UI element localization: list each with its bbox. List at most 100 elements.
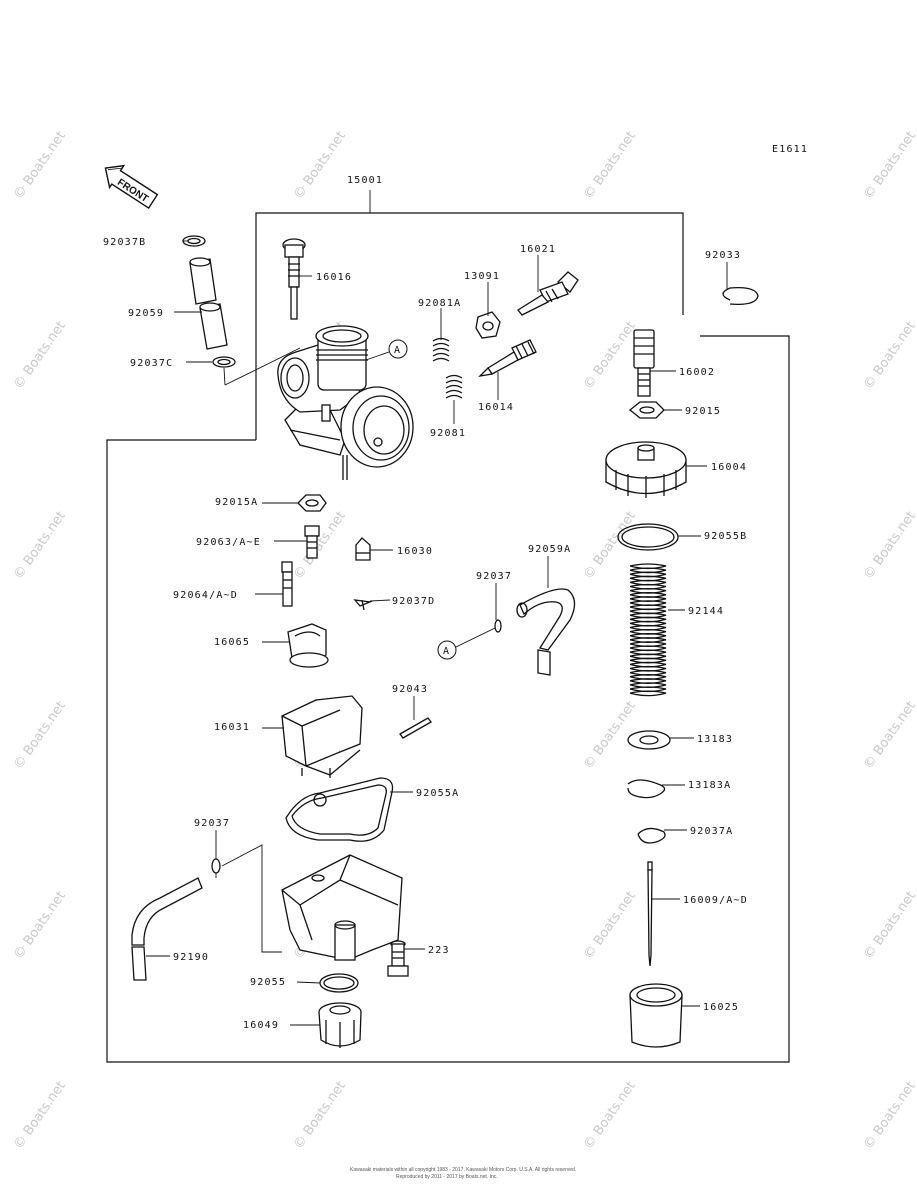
float-bowl-gasket-92055a	[285, 777, 394, 842]
part-label: 13183	[697, 734, 733, 745]
float-pin-92043	[399, 717, 432, 739]
o-ring-92055b	[617, 523, 679, 551]
spring-92081	[445, 374, 463, 399]
throttle-spring-92144	[629, 563, 667, 697]
hose-92059	[189, 257, 228, 350]
diagram-code: E1611	[772, 144, 808, 155]
hose-92059a	[516, 588, 576, 676]
mixing-chamber-cap-16004	[605, 441, 687, 498]
main-jet-92064	[281, 561, 293, 607]
watermark-text: © Boats.net	[581, 319, 639, 393]
part-label: 92144	[688, 606, 724, 617]
callout-a-upper: A	[388, 339, 408, 359]
part-label: 16014	[478, 402, 514, 413]
clip-92037a	[637, 827, 666, 844]
svg-text:A: A	[394, 345, 401, 356]
jet-needle-16009	[647, 861, 653, 967]
part-label: 92037B	[103, 237, 146, 248]
part-label: 16004	[711, 462, 747, 473]
callout-a-lower: A	[437, 640, 457, 660]
clip-92037b	[182, 235, 206, 247]
cable-adjuster-16002	[633, 329, 655, 397]
nut-92015a	[297, 494, 327, 512]
watermark-text: © Boats.net	[861, 509, 917, 583]
plate-13183a	[627, 779, 666, 799]
part-label: 92043	[392, 684, 428, 695]
part-label: 16049	[243, 1020, 279, 1031]
clip-92037c	[212, 356, 236, 368]
leader-line	[296, 981, 321, 984]
part-label: 13091	[464, 271, 500, 282]
part-label: 92037	[194, 818, 230, 829]
nut-92015	[628, 401, 665, 419]
part-label: 92037	[476, 571, 512, 582]
watermark-text: © Boats.net	[291, 129, 349, 203]
part-label: 16002	[679, 367, 715, 378]
watermark-text: © Boats.net	[11, 129, 69, 203]
pilot-jet-92063	[304, 525, 320, 559]
watermark-text: © Boats.net	[11, 889, 69, 963]
part-label: 92059A	[528, 544, 571, 555]
watermark-text: © Boats.net	[11, 1079, 69, 1153]
part-label: 92081A	[418, 298, 461, 309]
o-ring-92055	[319, 973, 359, 993]
part-label: 92055B	[704, 531, 747, 542]
part-label: 16021	[520, 244, 556, 255]
front-arrow-icon: FRONT	[104, 164, 159, 210]
part-label: 13183A	[688, 780, 731, 791]
nut-13091	[475, 311, 501, 339]
part-label: 92190	[173, 952, 209, 963]
watermark-text: © Boats.net	[291, 509, 349, 583]
part-label: 92037C	[130, 358, 173, 369]
part-label: 16016	[316, 272, 352, 283]
throttle-valve-16025	[629, 983, 683, 1048]
assembly-frame	[106, 190, 790, 1063]
watermark-text: © Boats.net	[581, 1079, 639, 1153]
watermark-text: © Boats.net	[861, 699, 917, 773]
part-label: 92081	[430, 428, 466, 439]
drain-plug-16049	[318, 1002, 362, 1048]
part-label: 92063/A~E	[196, 537, 261, 548]
pilot-screw-16016	[282, 238, 306, 320]
clip-92037-upper	[494, 619, 502, 633]
part-label: 223	[428, 945, 450, 956]
part-label: 92059	[128, 308, 164, 319]
float-16031	[281, 695, 363, 778]
part-label: 92055A	[416, 788, 459, 799]
watermark-text: © Boats.net	[11, 509, 69, 583]
part-label: 92037D	[392, 596, 435, 607]
svg-text:A: A	[443, 646, 450, 657]
washer-13183	[627, 730, 671, 750]
carburetor-body	[277, 325, 414, 480]
clip-92037-lower	[211, 858, 221, 874]
part-label: 92015	[685, 406, 721, 417]
part-label: 92033	[705, 250, 741, 261]
float-bowl	[281, 854, 403, 961]
watermark-text: © Boats.net	[291, 1079, 349, 1153]
part-labels: 1500192037B9205992037C1601692081A1309116…	[103, 175, 748, 1031]
watermark-text: © Boats.net	[581, 889, 639, 963]
copyright-line-2: Reproduced by 2011 - 2017 by Boats.net. …	[396, 1174, 498, 1180]
screw-16021	[517, 271, 579, 316]
needle-jet-16030	[355, 537, 371, 561]
part-label: 92037A	[690, 826, 733, 837]
watermark-layer: © Boats.net © Boats.net © Boats.net © Boats…	[11, 129, 917, 1153]
part-label: 92055	[250, 977, 286, 988]
watermark-text: © Boats.net	[11, 699, 69, 773]
watermark-text: © Boats.net	[581, 129, 639, 203]
spring-92081a	[432, 337, 450, 362]
leader-line	[369, 599, 391, 602]
watermark-text: © Boats.net	[861, 1079, 917, 1153]
part-label: 16065	[214, 637, 250, 648]
throttle-stop-screw-16014	[478, 339, 537, 377]
part-label: 16031	[214, 722, 250, 733]
part-label: 92015A	[215, 497, 258, 508]
watermark-text: © Boats.net	[11, 319, 69, 393]
copyright-line-1: Kawasaki materials within all copyright …	[350, 1167, 576, 1173]
part-label: 16009/A~D	[683, 895, 748, 906]
hose-92190	[131, 877, 203, 981]
part-label: 92064/A~D	[173, 590, 238, 601]
float-valve-seat-16065	[287, 623, 329, 668]
clip-92037d	[353, 599, 373, 611]
